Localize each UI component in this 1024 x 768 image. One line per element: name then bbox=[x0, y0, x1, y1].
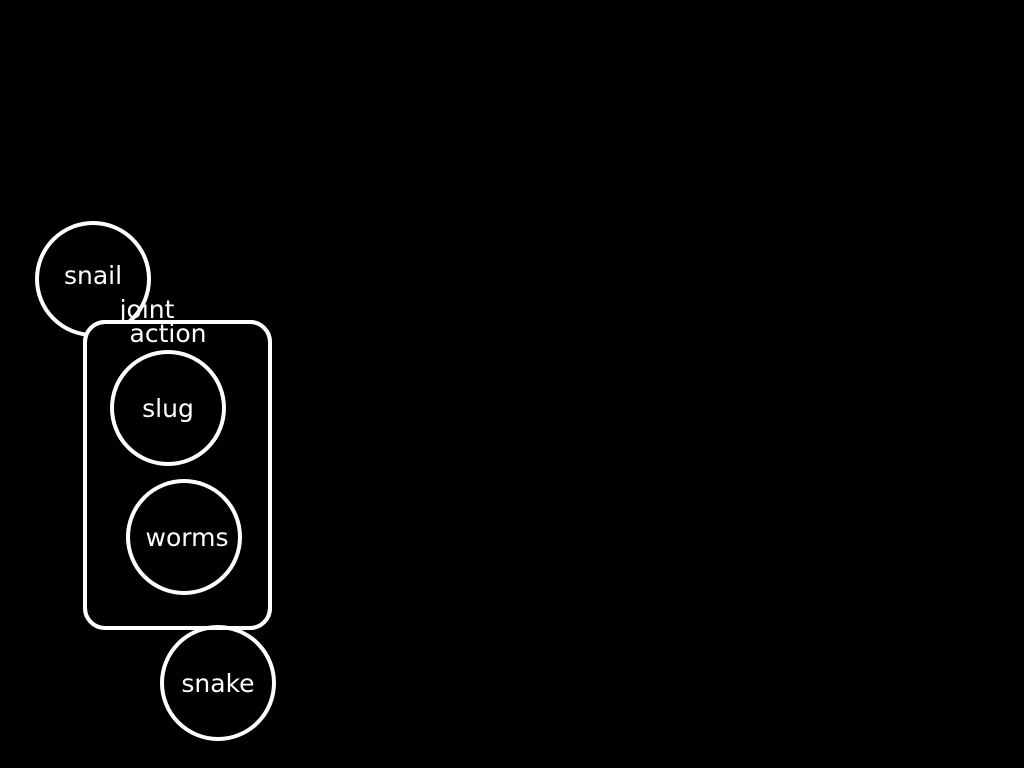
node-worms-label: worms bbox=[145, 522, 229, 552]
node-slug-label: slug bbox=[142, 393, 194, 423]
node-snail: snail bbox=[35, 221, 151, 337]
node-slug: slug bbox=[110, 350, 226, 466]
node-snail-label: snail bbox=[63, 261, 123, 290]
node-snake: snake bbox=[160, 625, 276, 741]
node-snake-label: snake bbox=[181, 668, 255, 698]
node-worms: worms bbox=[126, 479, 242, 595]
group-joint-action-outline bbox=[83, 320, 272, 630]
group-label-line2: action bbox=[129, 319, 207, 348]
group-label-line1: joint bbox=[119, 295, 175, 324]
group-label: joint action bbox=[108, 297, 228, 348]
